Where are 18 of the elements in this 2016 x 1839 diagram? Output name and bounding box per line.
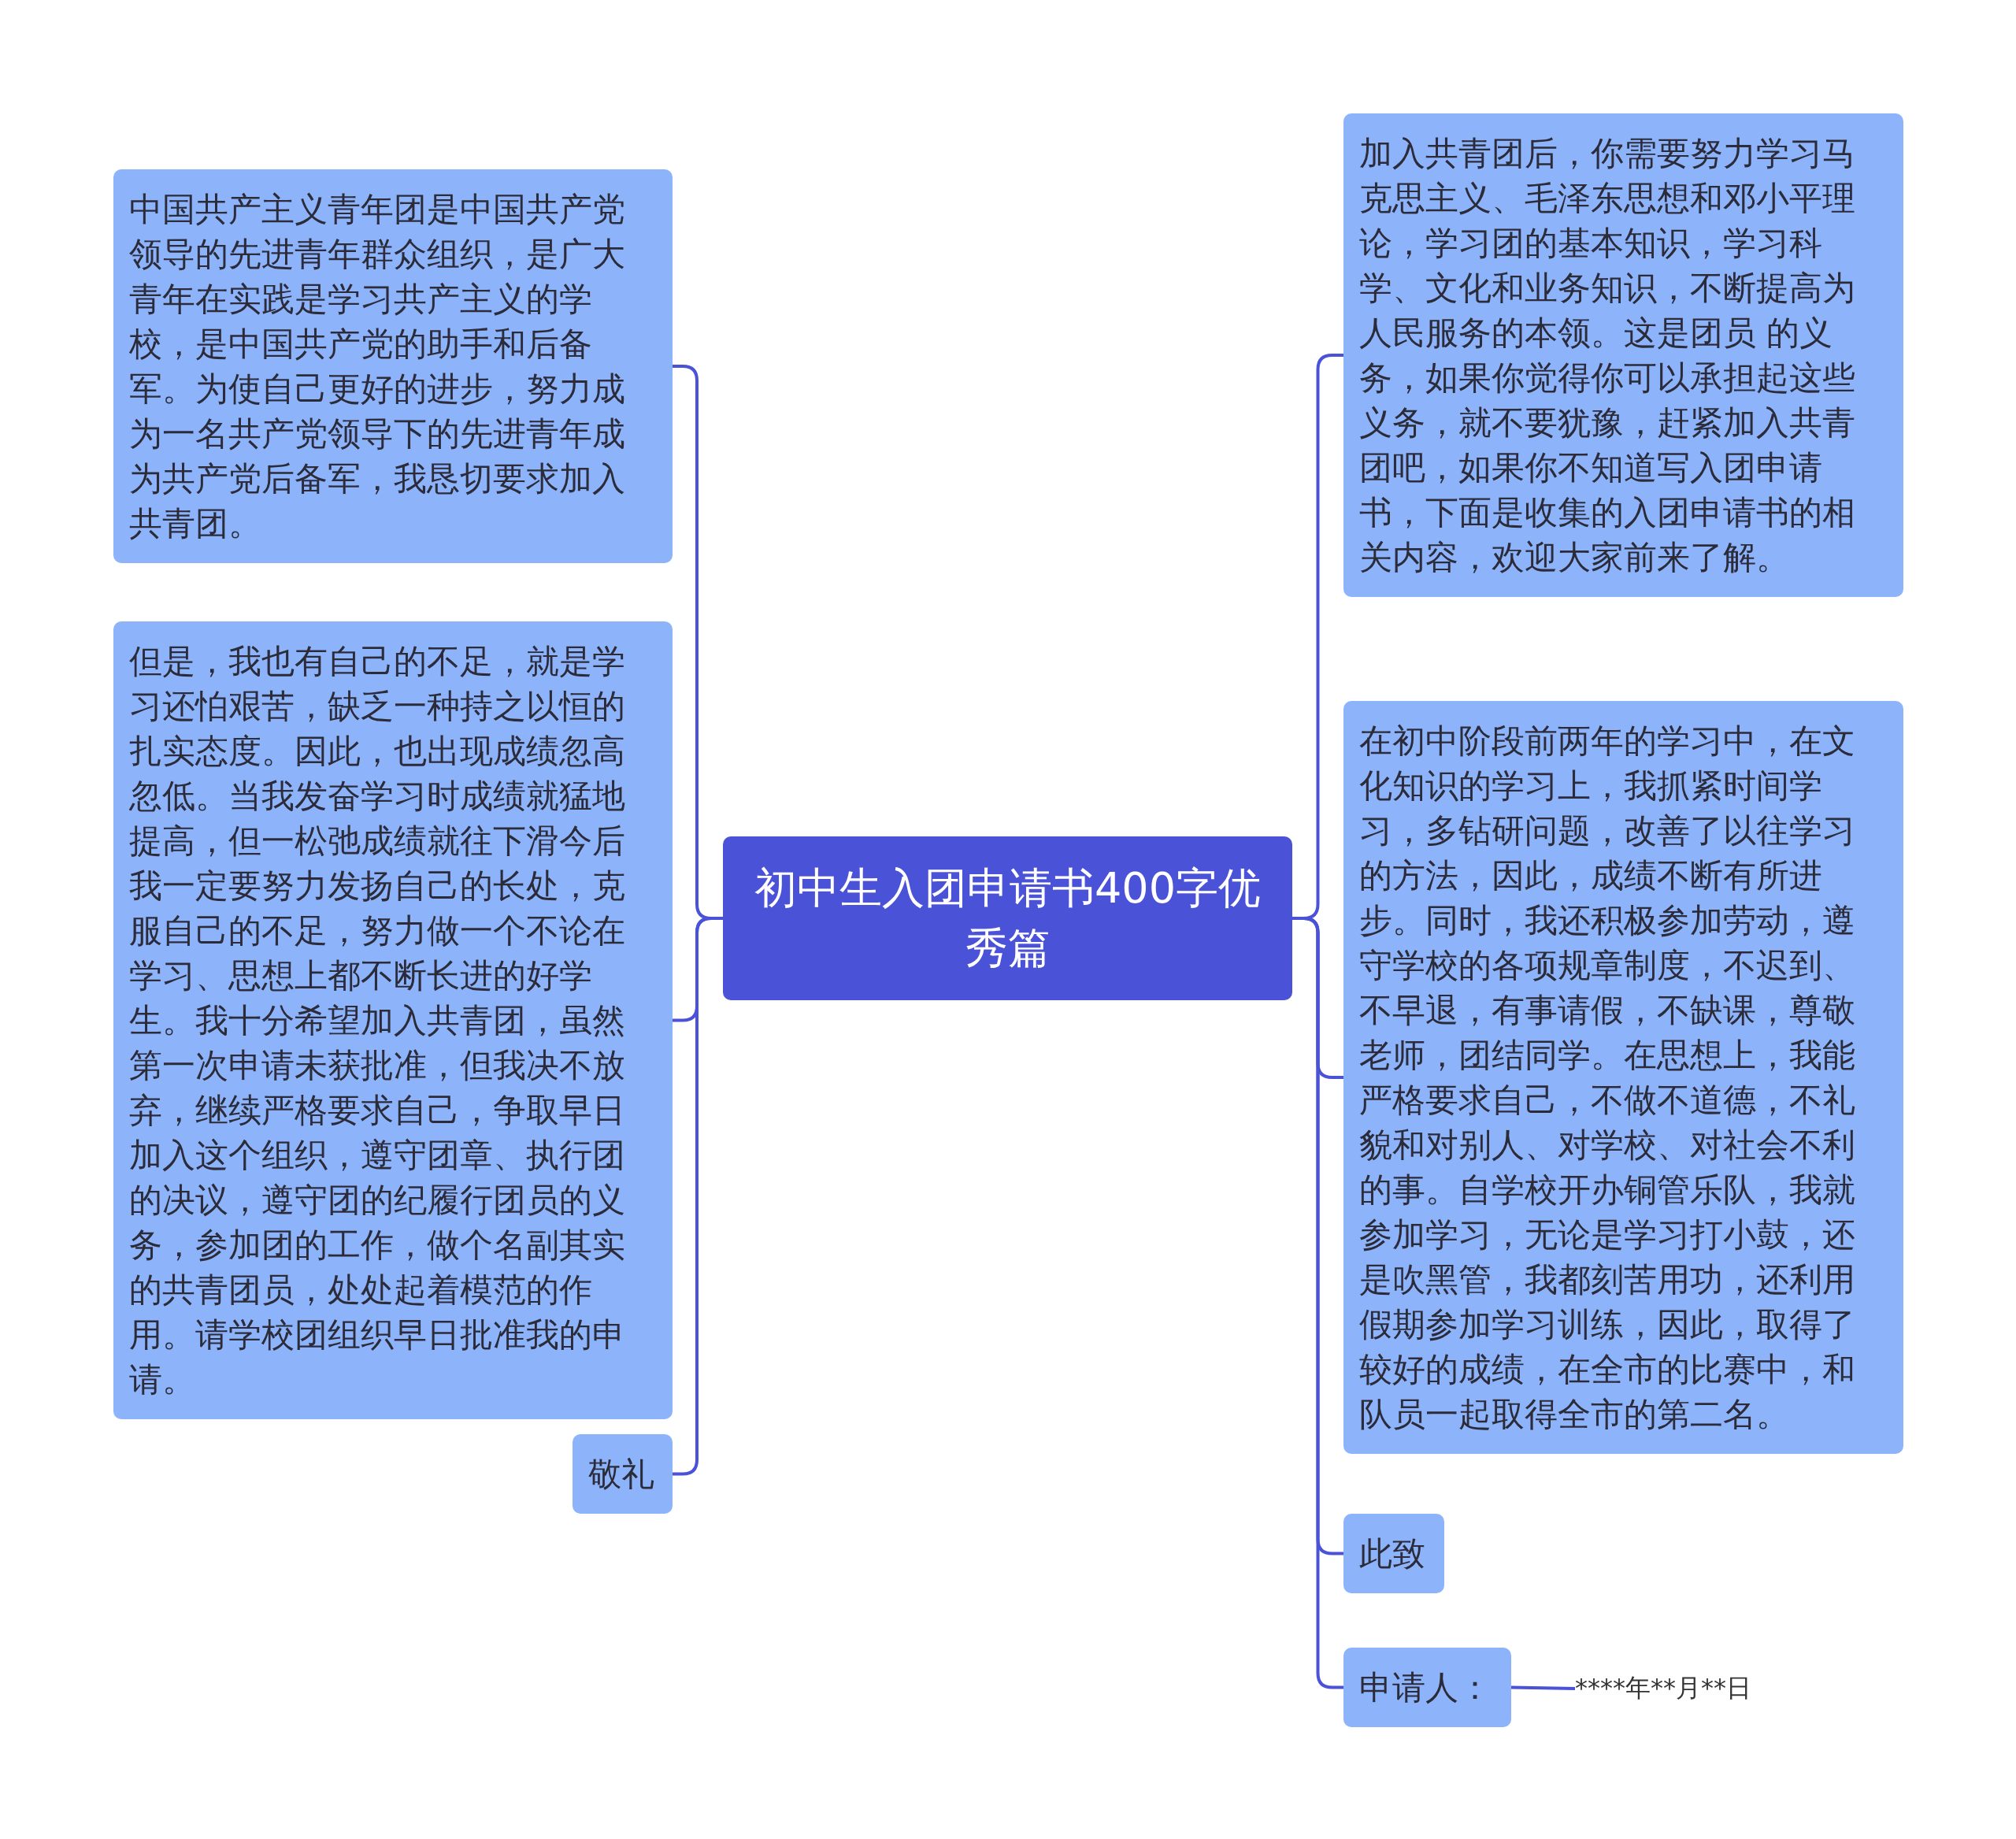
date-text: ****年**月**日 — [1575, 1672, 1751, 1704]
topic-box — [723, 836, 1292, 1000]
connector-line — [1510, 1685, 1576, 1690]
topic-box — [1343, 1514, 1444, 1593]
topic-text: 在初中阶段前两年的学习中，在文化知识的学习上，我抓紧时间学习，多钻研问题，改善了以往学习的方法，因此，成绩不断有所进步。同时，我还积极参加劳动，遵守学校的各项规章制度，不迟到、不早退，有事请假，不缺课，尊敬老师，团结同学。在思想上，我能严格要求自己，不做不道德，不礼貌和对别人、对学校、对社会不利的事。自学校开办铜管乐队，我就参加学习，无论是学习打小鼓，还是吹黑管，我都刻苦用功，还利用假期参加学习训练，因此，取得了较好的成绩，在全市的比赛中，和队员一起取得全市的第二名。 — [1359, 721, 1856, 1435]
topic-title: 初中生入团申请书400字优秀篇 — [753, 862, 1262, 974]
topic-box — [113, 621, 673, 1419]
topic-box — [1343, 1648, 1511, 1727]
topic-text: 但是，我也有自己的不足，就是学习还怕艰苦，缺乏一种持之以恒的扎实态度。因此，也出现成绩忽高忽低。当我发奋学习时成绩就猛地提高，但一松弛成绩就往下滑今后我一定要努力发扬自己的长处，克服自己的不足，努力做一个不论在学习、思想上都不断长进的好学生。我十分希望加入共青团，虽然第一次申请未获批准，但我决不放弃，继续严格要求自己，争取早日加入这个组织，遵守团章、执行团的决议，遵守团的纪履行团员的义务，参加团的工作，做个名副其实的共青团员，处处起着模范的作用。请学校团组织早日批准我的申请。 — [129, 641, 626, 1400]
topic-box — [113, 169, 673, 563]
topic-text: 加入共青团后，你需要努力学习马克思主义、毛泽东思想和邓小平理论，学习团的基本知识，学习科学、文化和业务知识，不断提高为人民服务的本领。这是团员 的义务，如果你觉得你可以承担起这些义务，就不要犹豫，赶紧加入共青团吧，如果你不知道写入团申请书，下面是收集的入团申请书的相关内容，欢迎大家前来了解。 — [1359, 133, 1856, 578]
topic-text: 中国共产主义青年团是中国共产党领导的先进青年群众组织，是广大青年在实践是学习共产主义的学校，是中国共产党的助手和后备军。为使自己更好的进步，努力成为一名共产党领导下的先进青年成为共产党后备军，我恳切要求加入共青团。 — [129, 189, 626, 544]
topic-text: 此致 — [1359, 1533, 1426, 1574]
topic-text: 申请人： — [1359, 1667, 1492, 1708]
topic-box — [1343, 701, 1903, 1454]
topic-box — [1343, 113, 1903, 597]
topic-box — [573, 1434, 673, 1514]
topic-text: 敬礼 — [588, 1454, 655, 1495]
